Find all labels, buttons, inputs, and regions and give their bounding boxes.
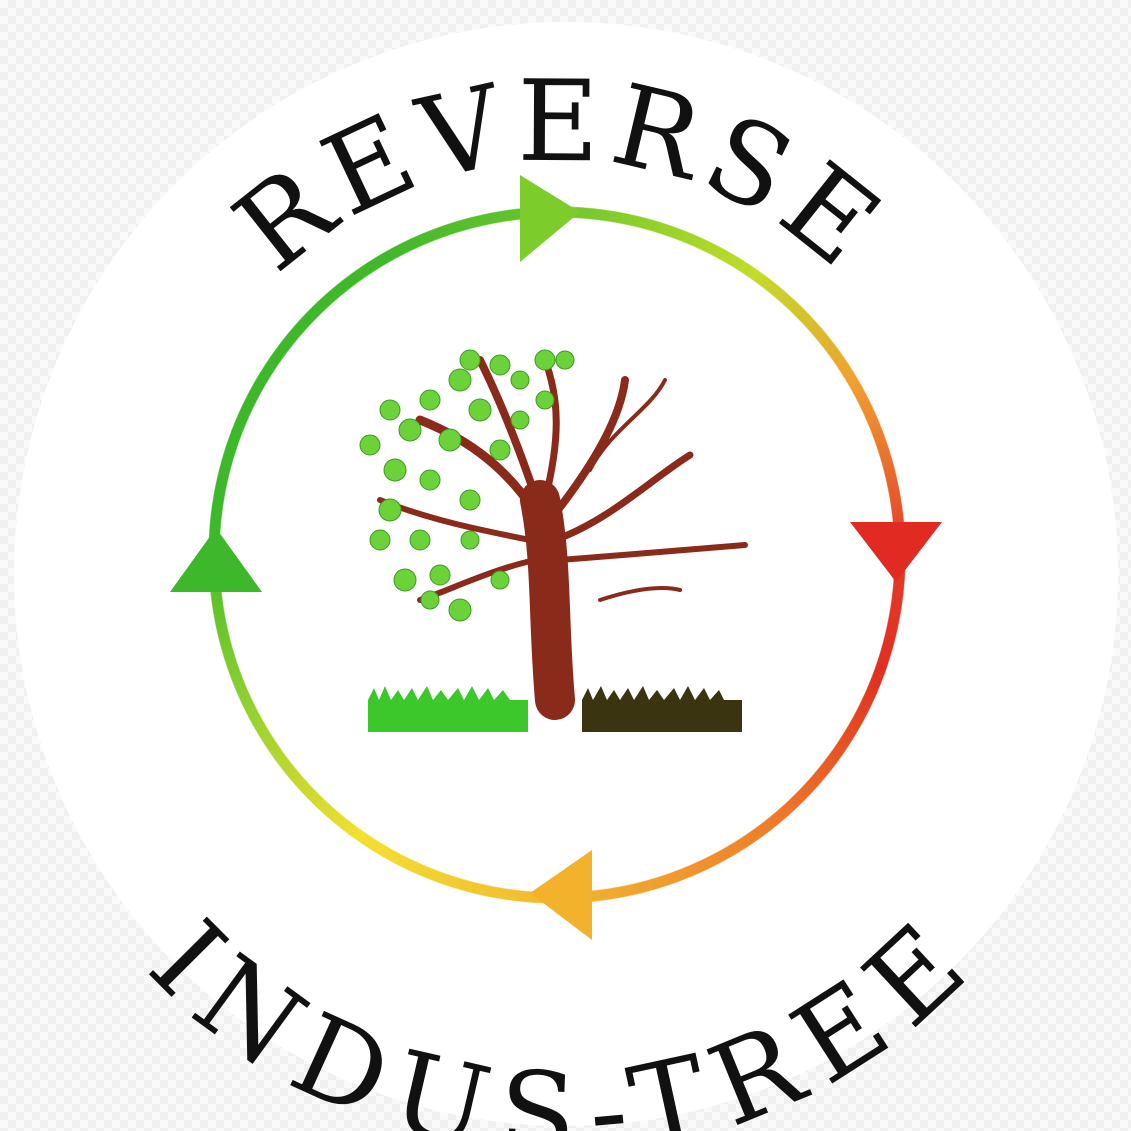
- logo-top-text: REVERSE: [212, 57, 909, 296]
- tree-icon: [359, 349, 748, 732]
- grass-green: [368, 700, 528, 732]
- arrow-left-icon: [530, 850, 592, 940]
- grass-dark: [582, 700, 742, 732]
- arrow-right-icon: [520, 175, 580, 262]
- arrow-down-icon: [850, 522, 942, 582]
- arrow-up-icon: [170, 528, 262, 592]
- logo-bottom-text: INDUS-TREE: [126, 897, 993, 1131]
